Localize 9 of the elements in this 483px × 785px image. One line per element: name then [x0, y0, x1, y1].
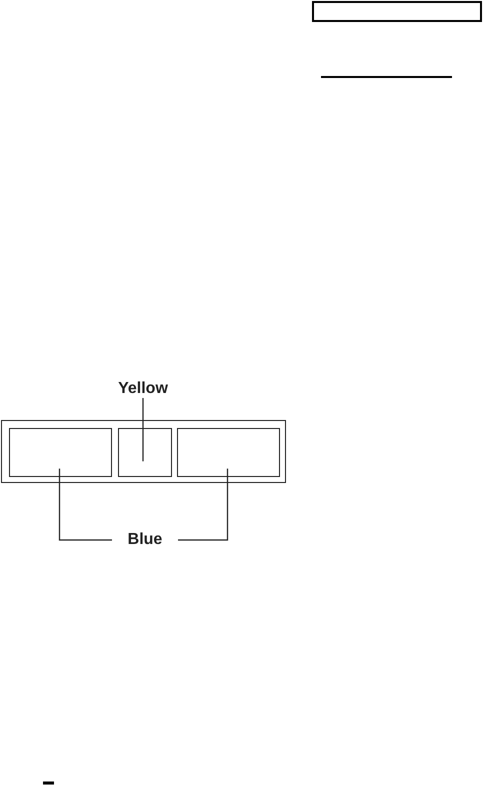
callout-label: Blue	[120, 531, 170, 549]
leader-line	[178, 468, 228, 541]
frame-outline	[1, 420, 286, 483]
leader-line	[142, 398, 144, 462]
callout-label: Yellow	[113, 380, 173, 398]
panel-outline	[177, 428, 280, 477]
panel-outline	[9, 428, 112, 477]
panel-outline	[118, 428, 172, 477]
leader-line	[58, 468, 112, 541]
